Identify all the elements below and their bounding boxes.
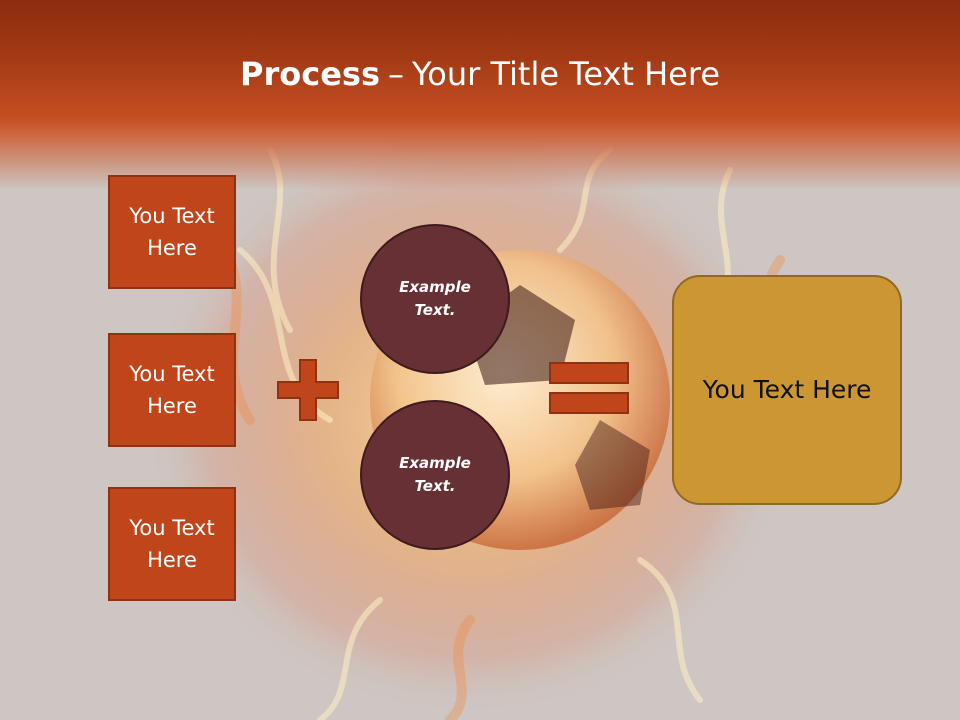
text-box-2[interactable]: You Text Here	[108, 333, 236, 447]
text-box-1[interactable]: You Text Here	[108, 175, 236, 289]
slide-title: Process–Your Title Text Here	[0, 52, 960, 96]
equals-icon	[549, 362, 629, 414]
text-box-label: You Text Here	[129, 362, 215, 418]
circle-label: Example Text.	[399, 454, 471, 495]
example-circle-2[interactable]: Example Text.	[360, 400, 510, 550]
title-dash: –	[387, 55, 404, 93]
title-strong: Process	[240, 55, 380, 93]
text-box-label: You Text Here	[129, 516, 215, 572]
result-box[interactable]: You Text Here	[672, 275, 902, 505]
title-rest: Your Title Text Here	[411, 55, 720, 93]
text-box-label: You Text Here	[129, 204, 215, 260]
circle-label: Example Text.	[399, 278, 471, 319]
header-band	[0, 0, 960, 190]
plus-icon	[277, 359, 339, 421]
text-box-3[interactable]: You Text Here	[108, 487, 236, 601]
example-circle-1[interactable]: Example Text.	[360, 224, 510, 374]
result-box-label: You Text Here	[702, 375, 872, 404]
